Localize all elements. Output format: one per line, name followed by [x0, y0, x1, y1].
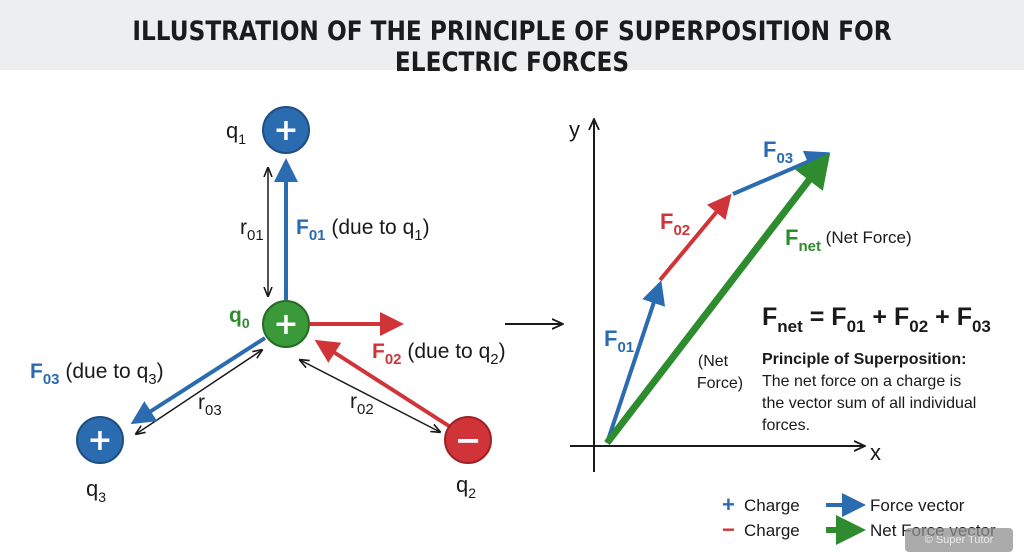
charge-q1: + — [262, 106, 310, 154]
vector-f01 — [605, 280, 666, 444]
q0-label: q0 — [229, 304, 250, 331]
charge-q0: + — [262, 300, 310, 348]
q1-sign: + — [273, 113, 298, 148]
legend-minus-icon: − — [722, 517, 735, 542]
r02-distance-arrow — [300, 360, 440, 432]
legend-plus-label: Charge — [744, 496, 800, 515]
q2-label: q2 — [456, 472, 476, 501]
y-axis-label: y — [569, 117, 580, 142]
principle-line-2: the vector sum of all individual — [762, 395, 976, 412]
f02-repulsion-line — [314, 339, 454, 430]
legend-force-label: Force vector — [870, 496, 965, 515]
watermark: © Super Tutor — [905, 528, 1013, 552]
principle-heading: Principle of Superposition: — [762, 351, 966, 368]
r01-label: r01 — [240, 216, 264, 244]
x-axis-label: x — [870, 440, 881, 465]
legend-plus-icon: + — [722, 492, 735, 517]
charge-configuration: + + + − q1 q0 q3 q2 r01 r03 r02 F01 (due… — [30, 106, 506, 505]
vector-f01-label: F01 — [604, 326, 634, 356]
f01-label: F01 (due to q1) — [296, 216, 430, 244]
q3-sign: + — [87, 423, 112, 458]
charge-q3: + — [76, 416, 124, 464]
q0-sign: + — [273, 307, 298, 342]
q3-label: q3 — [86, 476, 106, 505]
q1-label: q1 — [226, 118, 246, 147]
vector-f02-label: F02 — [660, 209, 690, 239]
vector-f02 — [658, 193, 732, 282]
superposition-equation: Fnet = F01 + F02 + F03 — [762, 303, 991, 336]
r03-label: r03 — [198, 391, 222, 419]
charge-q2: − — [444, 416, 492, 464]
f02-label: F02 (due to q2) — [372, 340, 506, 368]
title-bar: ILLUSTRATION OF THE PRINCIPLE OF SUPERPO… — [0, 0, 1024, 78]
page-title: ILLUSTRATION OF THE PRINCIPLE OF SUPERPO… — [132, 16, 892, 78]
r02-label: r02 — [350, 390, 374, 418]
principle-line-3: forces. — [762, 417, 810, 434]
vector-fnet-label: Fnet (Net Force) — [785, 225, 912, 255]
vector-f03-label: F03 — [763, 137, 793, 167]
principle-line-1: The net force on a charge is — [762, 373, 961, 390]
q2-sign: − — [455, 421, 482, 459]
f03-force-arrow — [130, 336, 267, 425]
f03-label: F03 (due to q3) — [30, 360, 164, 388]
vector-fnet — [604, 152, 831, 446]
legend-minus-label: Charge — [744, 521, 800, 540]
